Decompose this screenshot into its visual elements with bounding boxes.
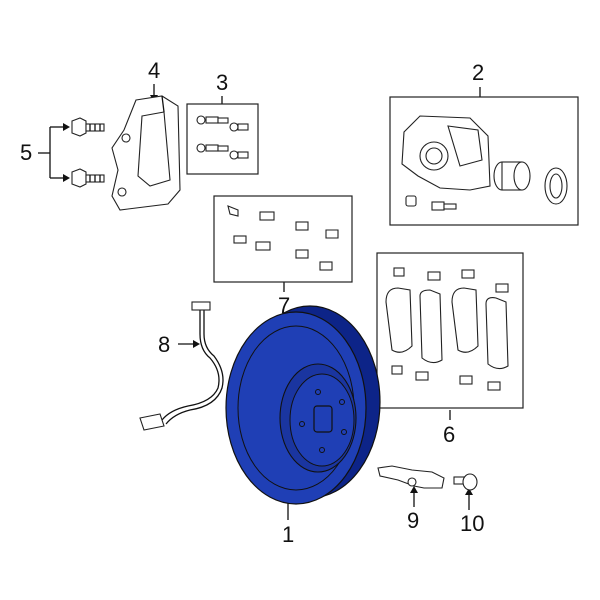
wear-sensor-icon[interactable] [139,301,224,431]
guide-pin-icon[interactable] [196,115,249,160]
caliper-bracket-icon[interactable] [111,95,181,211]
brake-caliper-icon[interactable] [401,115,491,191]
caliper-piston-icon[interactable] [493,161,531,191]
callout-6[interactable]: 6 [443,422,455,447]
sensor-bracket-icon[interactable] [377,465,445,489]
callout-9[interactable]: 9 [407,508,419,533]
brake-pad-icon[interactable] [385,267,509,391]
callout-3[interactable]: 3 [216,70,228,95]
clip-hardware-icon[interactable] [227,205,339,271]
callout-4[interactable]: 4 [148,58,160,83]
callout-10[interactable]: 10 [460,511,484,536]
plug-icon[interactable] [453,473,478,491]
piston-seal-icon[interactable] [544,167,568,205]
leader-lines [38,84,481,520]
callout-8[interactable]: 8 [158,332,170,357]
guide-pin-kit-box [186,103,259,175]
bolt-icon[interactable] [71,117,105,188]
callout-1[interactable]: 1 [282,522,294,547]
brake-rotor-icon[interactable] [225,305,381,505]
callout-5[interactable]: 5 [20,140,32,165]
bleeder-screw-icon[interactable] [405,195,457,211]
callout-2[interactable]: 2 [472,60,484,85]
